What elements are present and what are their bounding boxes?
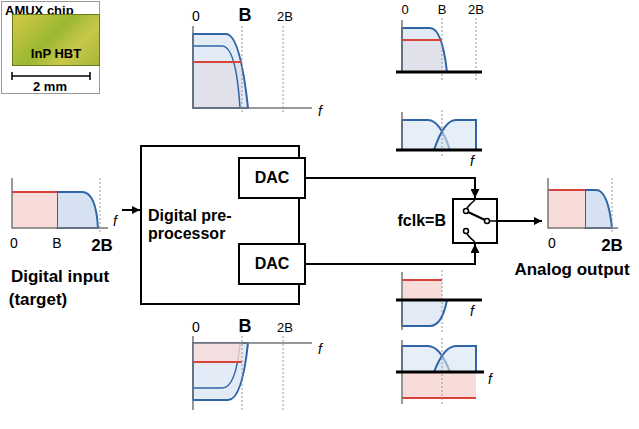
grid-line [612, 178, 613, 234]
spectrum-axis [12, 178, 108, 228]
switch-lead [467, 200, 498, 242]
spectrum-shape [434, 120, 476, 150]
axis-label: f [470, 304, 474, 319]
spectrum-shape [402, 28, 447, 72]
spectrum-axis [193, 26, 312, 108]
signal-wire [306, 178, 475, 198]
spectrum-fill [548, 190, 585, 228]
axis-tick: B [438, 3, 447, 17]
block-title: DAC [240, 255, 304, 273]
block-title: DAC [240, 169, 304, 187]
grid-line [100, 178, 101, 232]
spectrum-shape [434, 346, 476, 372]
spectrum-shape [193, 343, 248, 400]
spectrum-fill [402, 372, 476, 398]
grid-line [242, 26, 283, 112]
frequency-axis [396, 371, 484, 374]
axis-tick: 0 [10, 236, 18, 251]
scale-bar [12, 72, 90, 80]
frequency-axis [396, 299, 482, 302]
clock-label: fclk=B [398, 212, 446, 230]
signal-caption: Digital input [11, 268, 109, 287]
signal-caption: (target) [9, 291, 68, 310]
spectrum-axis [401, 20, 403, 72]
dac-box: DAC [238, 243, 306, 285]
spectrum-fill [402, 280, 442, 300]
axis-tick: B [239, 317, 252, 337]
axis-tick: 0 [192, 320, 200, 335]
switch-box: fclk=B [452, 198, 498, 244]
spectrum-shape [585, 190, 612, 228]
spectrum-line [548, 189, 585, 191]
spectrum-fill [193, 343, 242, 362]
axis-tick: 2B [468, 3, 484, 17]
spectrum-shape [193, 46, 240, 108]
chip-label: InP HBT [13, 47, 99, 62]
processor-box: Digital pre-processorDACDAC [140, 145, 300, 305]
block-title: Digital pre-processor [148, 207, 232, 244]
spectrum-axis [193, 336, 312, 410]
switch-arm [468, 212, 485, 220]
axis-tick: 2B [601, 237, 623, 256]
chip-photo: InP HBT [12, 14, 100, 66]
spectrum-shape [402, 300, 447, 326]
spectrum-line [193, 361, 242, 363]
axis-tick: 2B [91, 237, 113, 256]
dac-box: DAC [238, 157, 306, 199]
axis-tick: B [239, 6, 252, 26]
axis-tick: B [52, 236, 61, 251]
spectrum-line [402, 397, 476, 399]
signal-wire [306, 244, 475, 264]
spectrum-line [12, 191, 57, 193]
spectrum-line [402, 39, 442, 41]
frequency-axis [396, 149, 482, 152]
signal-arrow [122, 209, 140, 211]
axis-tick: 0 [548, 236, 556, 251]
spectrum-axis [548, 178, 618, 228]
spectrum-shape [193, 34, 248, 108]
spectrum-line [402, 279, 442, 281]
axis-tick: 0 [401, 3, 408, 17]
axis-label: f [470, 154, 474, 169]
spectrum-shape [57, 192, 98, 228]
switch-contact [464, 229, 469, 234]
frequency-axis [396, 71, 482, 74]
scale-label: 2 mm [33, 80, 67, 94]
grid-line [242, 336, 283, 412]
axis-label: f [488, 372, 492, 387]
signal-arrow [498, 220, 542, 222]
axis-tick: 2B [277, 321, 293, 335]
spectrum-axis [401, 112, 403, 150]
axis-tick: 0 [192, 9, 200, 24]
spectrum-line [193, 61, 242, 63]
spectrum-fill [12, 192, 57, 228]
signal-caption: Analog output [514, 261, 629, 280]
axis-label: f [113, 214, 117, 229]
axis-tick: 2B [277, 10, 293, 24]
axis-label: f [318, 104, 322, 119]
axis-label: f [318, 342, 322, 357]
inset-frame [2, 2, 100, 94]
